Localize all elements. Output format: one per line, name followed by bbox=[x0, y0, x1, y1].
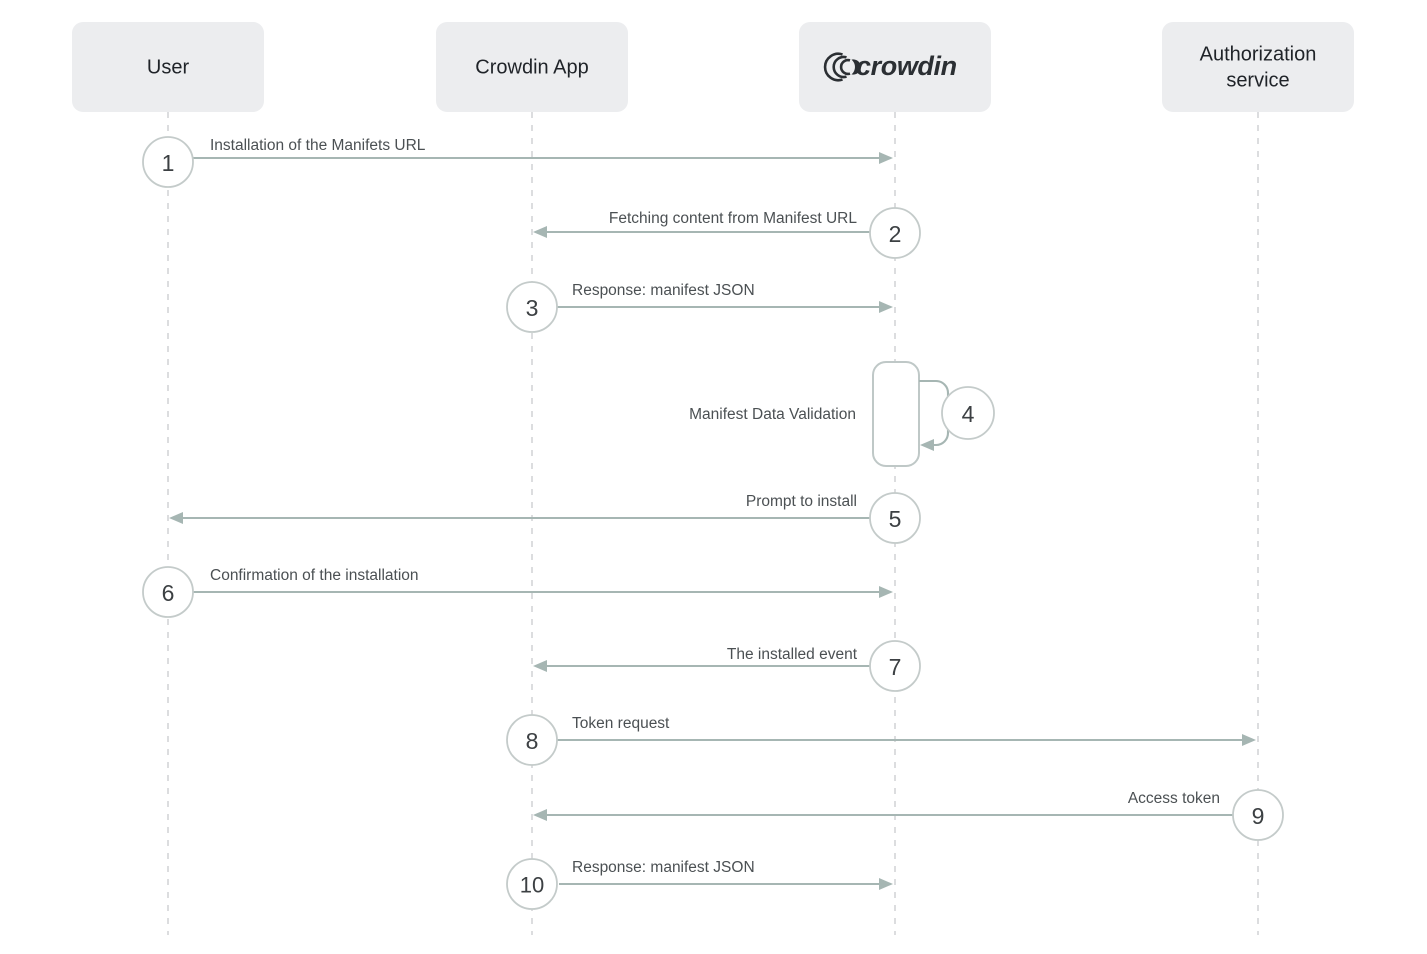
lane-headers-group: User Crowdin App crowdin Authoriz bbox=[72, 22, 1354, 112]
lane-title-crowdin-app: Crowdin App bbox=[475, 56, 588, 78]
message-5[interactable]: 5 Prompt to install bbox=[169, 492, 921, 544]
lane-header-authorization-service[interactable]: Authorization service bbox=[1162, 22, 1354, 112]
message-2-step-badge[interactable] bbox=[869, 207, 921, 259]
message-2-label: Fetching content from Manifest URL bbox=[609, 210, 857, 227]
message-6[interactable]: 6 Confirmation of the installation bbox=[142, 566, 893, 618]
message-3-arrowhead bbox=[879, 301, 893, 313]
message-10-step-badge[interactable] bbox=[506, 858, 558, 910]
message-1-step-number: 1 bbox=[162, 150, 175, 176]
message-6-step-number: 6 bbox=[162, 580, 175, 606]
crowdin-logo-icon bbox=[823, 52, 861, 82]
message-7-step-badge[interactable] bbox=[869, 640, 921, 692]
message-2-arrowhead bbox=[533, 226, 547, 238]
self-message-4-step-badge[interactable] bbox=[941, 386, 995, 440]
message-6-arrowhead bbox=[879, 586, 893, 598]
self-message-4-arrowhead bbox=[920, 439, 934, 451]
lane-header-crowdin-app[interactable]: Crowdin App bbox=[436, 22, 628, 112]
message-10[interactable]: 10 Response: manifest JSON bbox=[506, 858, 893, 910]
message-3-step-badge[interactable] bbox=[506, 281, 558, 333]
activation-box-crowdin bbox=[872, 361, 920, 467]
message-10-arrowhead bbox=[879, 878, 893, 890]
message-3[interactable]: 3 Response: manifest JSON bbox=[506, 281, 893, 333]
lane-box-crowdin bbox=[799, 22, 991, 112]
message-7-step-number: 7 bbox=[889, 654, 902, 680]
message-5-arrowhead bbox=[169, 512, 183, 524]
message-1[interactable]: 1 Installation of the Manifets URL bbox=[142, 136, 893, 188]
message-10-label: Response: manifest JSON bbox=[572, 859, 755, 876]
lane-header-crowdin[interactable]: crowdin bbox=[799, 22, 991, 112]
message-5-step-badge[interactable] bbox=[869, 492, 921, 544]
message-8-step-number: 8 bbox=[526, 728, 539, 754]
lane-box-user bbox=[72, 22, 264, 112]
crowdin-logo-wordmark: crowdin bbox=[856, 51, 957, 81]
message-6-label: Confirmation of the installation bbox=[210, 567, 419, 584]
message-8-arrowhead bbox=[1242, 734, 1256, 746]
message-1-step-badge[interactable] bbox=[142, 136, 194, 188]
message-2[interactable]: 2 Fetching content from Manifest URL bbox=[533, 207, 921, 259]
message-9-arrowhead bbox=[533, 809, 547, 821]
message-5-label: Prompt to install bbox=[746, 493, 857, 510]
lane-title-auth-line2: service bbox=[1226, 69, 1289, 91]
message-1-label: Installation of the Manifets URL bbox=[210, 137, 426, 154]
lane-title-auth-line1: Authorization bbox=[1200, 43, 1317, 65]
self-message-4-label: Manifest Data Validation bbox=[689, 406, 856, 423]
lane-title-user: User bbox=[147, 56, 190, 78]
message-9-step-badge[interactable] bbox=[1232, 789, 1284, 841]
message-10-step-number: 10 bbox=[520, 873, 544, 898]
self-message-4-step-number: 4 bbox=[962, 401, 975, 427]
message-6-step-badge[interactable] bbox=[142, 566, 194, 618]
message-1-arrowhead bbox=[879, 152, 893, 164]
message-8-label: Token request bbox=[572, 715, 670, 732]
message-3-step-number: 3 bbox=[526, 295, 539, 321]
message-9-step-number: 9 bbox=[1252, 803, 1265, 829]
message-7-arrowhead bbox=[533, 660, 547, 672]
self-message-4[interactable]: 4 Manifest Data Validation bbox=[689, 361, 995, 467]
message-8-step-badge[interactable] bbox=[506, 714, 558, 766]
message-3-label: Response: manifest JSON bbox=[572, 282, 755, 299]
message-5-step-number: 5 bbox=[889, 506, 902, 532]
lane-header-user[interactable]: User bbox=[72, 22, 264, 112]
message-9-label: Access token bbox=[1128, 790, 1220, 807]
lane-box-crowdin-app bbox=[436, 22, 628, 112]
message-8[interactable]: 8 Token request bbox=[506, 714, 1256, 766]
lifelines-group bbox=[167, 112, 1259, 935]
message-9[interactable]: 9 Access token bbox=[533, 789, 1284, 841]
lane-box-auth bbox=[1162, 22, 1354, 112]
message-2-step-number: 2 bbox=[889, 221, 902, 247]
message-7[interactable]: 7 The installed event bbox=[533, 640, 921, 692]
message-7-label: The installed event bbox=[727, 646, 858, 663]
